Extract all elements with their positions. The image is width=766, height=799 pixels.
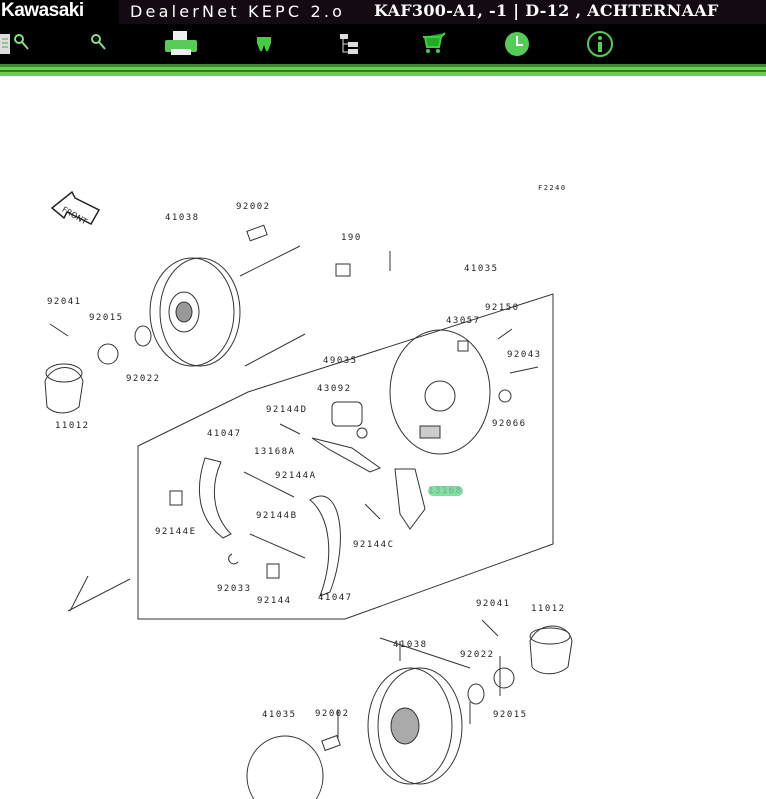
part-label-41035[interactable]: 41035 <box>464 264 499 274</box>
front-arrow-icon: FRONT <box>50 190 101 226</box>
part-label-92041[interactable]: 92041 <box>476 599 511 609</box>
part-label-13168a[interactable]: 13168A <box>254 447 296 457</box>
parts-diagram: FRONT <box>44 190 573 799</box>
part-label-92002[interactable]: 92002 <box>236 202 271 212</box>
part-label-43057[interactable]: 43057 <box>446 316 481 326</box>
part-label-92033[interactable]: 92033 <box>217 584 252 594</box>
toolbar <box>0 24 766 64</box>
info-icon[interactable] <box>587 31 615 57</box>
hub-cap-right <box>529 625 573 675</box>
part-label-41038[interactable]: 41038 <box>393 640 428 650</box>
page-title: KAF300-A1, -1 | D-12 , ACHTERNAAF <box>374 1 719 20</box>
document-search-icon[interactable] <box>0 31 34 57</box>
part-label-41047[interactable]: 41047 <box>207 429 242 439</box>
part-label-190[interactable]: 190 <box>341 233 362 243</box>
brake-drum-top <box>149 257 241 367</box>
printer-icon[interactable] <box>163 31 203 57</box>
part-label-92022[interactable]: 92022 <box>460 650 495 660</box>
part-label-92150[interactable]: 92150 <box>485 303 520 313</box>
part-label-92144a[interactable]: 92144A <box>275 471 317 481</box>
part-label-49035[interactable]: 49035 <box>323 356 358 366</box>
part-label-41047[interactable]: 41047 <box>318 593 353 603</box>
title-bar: Kawasaki DealerNet KEPC 2.o KAF300-A1, -… <box>0 0 766 24</box>
part-label-92002[interactable]: 92002 <box>315 709 350 719</box>
part-label-11012[interactable]: 11012 <box>531 604 566 614</box>
part-label-92144c[interactable]: 92144C <box>353 540 395 550</box>
part-label-92043[interactable]: 92043 <box>507 350 542 360</box>
kawasaki-logo: Kawasaki <box>0 0 119 24</box>
backing-plate-top <box>389 329 491 455</box>
part-label-92144e[interactable]: 92144E <box>155 527 197 537</box>
brake-shoes <box>199 437 426 597</box>
app-name: DealerNet KEPC 2.o <box>130 2 346 21</box>
part-label-92015[interactable]: 92015 <box>493 710 528 720</box>
part-label-41035[interactable]: 41035 <box>262 710 297 720</box>
part-label-92144b[interactable]: 92144B <box>256 511 298 521</box>
cart-icon[interactable] <box>421 31 447 57</box>
part-label-92022[interactable]: 92022 <box>126 374 161 384</box>
backing-plate-bottom <box>246 735 324 799</box>
parts-icon[interactable] <box>255 31 275 57</box>
header-divider <box>0 64 766 76</box>
part-label-92144[interactable]: 92144 <box>257 596 292 606</box>
diagram-code: F2240 <box>538 184 567 192</box>
wheel-cylinder <box>331 401 368 439</box>
part-label-13168[interactable]: 13168 <box>428 486 463 496</box>
part-label-43092[interactable]: 43092 <box>317 384 352 394</box>
tree-icon[interactable] <box>338 31 362 57</box>
part-label-41038[interactable]: 41038 <box>165 213 200 223</box>
clock-icon[interactable] <box>504 31 532 57</box>
part-label-92041[interactable]: 92041 <box>47 297 82 307</box>
part-label-92015[interactable]: 92015 <box>89 313 124 323</box>
search-icon[interactable] <box>88 31 108 57</box>
part-label-92144d[interactable]: 92144D <box>266 405 308 415</box>
brake-drum-bottom <box>367 667 463 785</box>
part-label-11012[interactable]: 11012 <box>55 421 90 431</box>
hub-cap-left <box>44 363 84 414</box>
part-label-92066[interactable]: 92066 <box>492 419 527 429</box>
